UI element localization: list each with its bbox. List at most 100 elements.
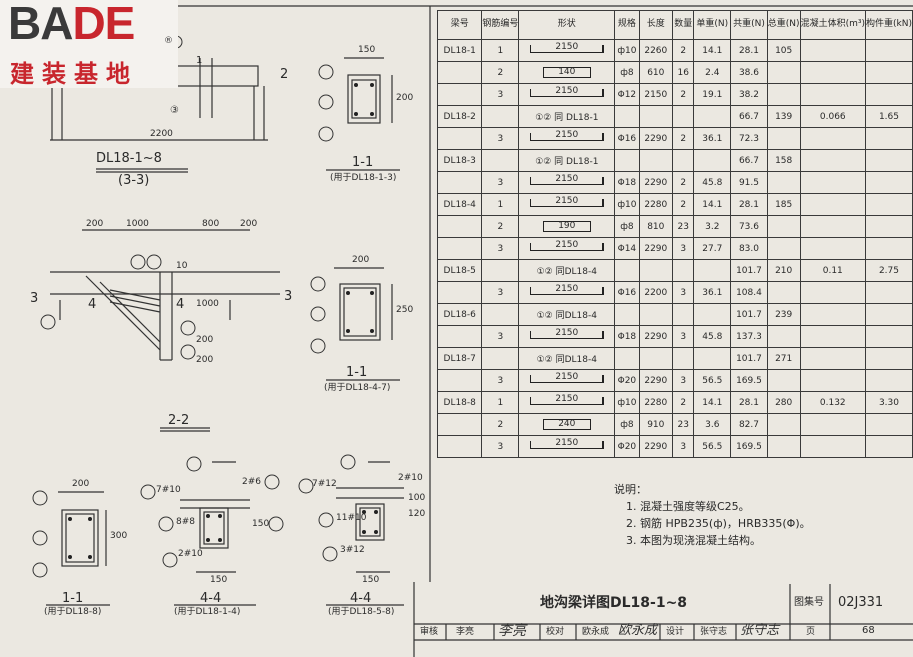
table-cell-beam bbox=[436, 325, 483, 348]
table-cell-spec: Φ12 bbox=[614, 83, 640, 106]
table-cell-spec: Φ14 bbox=[614, 237, 640, 260]
sec-1-1-a-dim-w: 150 bbox=[358, 45, 376, 55]
section-mark-3-left: 3 bbox=[30, 291, 39, 306]
table-cell-len: 2290 bbox=[638, 171, 673, 194]
role-label: 校对 bbox=[546, 627, 565, 637]
table-cell-sum: 28.1 bbox=[730, 39, 768, 62]
col-header: 长度 bbox=[638, 10, 673, 40]
col-header: 构件重(kN) bbox=[864, 10, 913, 40]
table-cell-len: 2200 bbox=[638, 281, 673, 304]
table-cell-len: 2290 bbox=[638, 237, 673, 260]
table-cell-sum: 101.7 bbox=[730, 259, 768, 282]
table-cell-vol bbox=[799, 369, 866, 392]
table-cell-total bbox=[766, 413, 801, 436]
table-cell-vol: 0.11 bbox=[799, 259, 866, 282]
table-cell-qty bbox=[671, 259, 695, 282]
note-item: 1. 混凝土强度等级C25。 bbox=[626, 500, 750, 513]
col-header: 混凝土体积(m³) bbox=[799, 10, 866, 40]
table-cell-shape: 2150 bbox=[518, 83, 616, 106]
dim-2-2-d: 200 bbox=[240, 219, 258, 229]
page-number: 68 bbox=[862, 625, 875, 636]
table-cell-shape: 2150 bbox=[518, 325, 616, 348]
table-cell-total bbox=[766, 127, 801, 150]
table-cell-total bbox=[766, 281, 801, 304]
table-cell-qty: 2 bbox=[671, 391, 695, 414]
rebar-schedule-table: 梁号 钢筋编号 形状 规格 长度 数量 单重(N) 共重(N) 总重(N) 混凝… bbox=[436, 10, 913, 458]
table-cell-total bbox=[766, 325, 801, 348]
table-cell-total: 210 bbox=[766, 259, 801, 282]
table-cell-vol bbox=[799, 413, 866, 436]
page-label: 页 bbox=[806, 627, 816, 637]
note-item: 3. 本图为现浇混凝土结构。 bbox=[626, 534, 761, 547]
table-cell-unit: 14.1 bbox=[693, 391, 732, 414]
rebar-stirrup-shape: 240 bbox=[542, 419, 591, 430]
table-cell-unit: 14.1 bbox=[693, 193, 732, 216]
table-cell-shape: 2150 bbox=[518, 39, 616, 62]
table-cell-total: 139 bbox=[766, 105, 801, 128]
table-cell-spec: Φ18 bbox=[614, 171, 640, 194]
sec-4-4-a-dim-w: 150 bbox=[210, 575, 228, 585]
table-cell-no: 3 bbox=[481, 281, 520, 304]
table-cell-wt bbox=[864, 149, 913, 172]
table-cell-len bbox=[638, 149, 673, 172]
table-cell-total: 280 bbox=[766, 391, 801, 414]
table-cell-unit: 27.7 bbox=[693, 237, 732, 260]
table-cell-qty: 2 bbox=[671, 39, 695, 62]
table-cell-wt bbox=[864, 39, 913, 62]
sec-1-1-a-note: (用于DL18-1-3) bbox=[330, 173, 397, 183]
rebar-length-label: 2150 bbox=[555, 196, 579, 206]
signature-checker: 欧永成 bbox=[618, 623, 658, 638]
table-cell-wt bbox=[864, 83, 913, 106]
sec-1-1-b-title: 1-1 bbox=[346, 365, 368, 380]
table-cell-beam: DL18-5 bbox=[436, 259, 483, 282]
table-cell-len: 2280 bbox=[638, 391, 673, 414]
table-cell-unit: 36.1 bbox=[693, 127, 732, 150]
table-cell-total: 105 bbox=[766, 39, 801, 62]
table-cell-unit: 3.6 bbox=[693, 413, 732, 436]
table-cell-spec: Φ16 bbox=[614, 127, 640, 150]
table-cell-beam bbox=[436, 171, 483, 194]
rebar-bar-shape: 2150 bbox=[524, 42, 610, 56]
table-cell-shape: ①② 同 DL18-1 bbox=[518, 105, 616, 128]
table-cell-no bbox=[481, 259, 520, 282]
table-cell-qty bbox=[671, 347, 695, 370]
dim-2-2-v2: 200 bbox=[196, 335, 214, 345]
table-cell-spec: ф10 bbox=[614, 39, 640, 62]
sec-1-1-a-dim-h: 200 bbox=[396, 93, 414, 103]
notes-heading: 说明： bbox=[614, 483, 647, 496]
signature-designer: 张守志 bbox=[740, 623, 780, 638]
table-cell-vol bbox=[799, 435, 866, 458]
table-cell-total: 158 bbox=[766, 149, 801, 172]
table-cell-sum: 101.7 bbox=[730, 347, 768, 370]
rebar-length-label: 2150 bbox=[555, 42, 579, 52]
table-cell-sum: 72.3 bbox=[730, 127, 768, 150]
table-cell-sum: 108.4 bbox=[730, 281, 768, 304]
table-cell-qty: 3 bbox=[671, 281, 695, 304]
sec-4-4-a-bar-1: 2#6 bbox=[242, 477, 261, 487]
table-cell-unit bbox=[693, 149, 732, 172]
role-name: 张守志 bbox=[700, 627, 728, 637]
table-cell-spec: ф8 bbox=[614, 215, 640, 238]
col-header: 总重(N) bbox=[766, 10, 801, 40]
sec-4-4-b-dim-h: 120 bbox=[408, 509, 426, 519]
table-cell-qty: 2 bbox=[671, 171, 695, 194]
role-label: 设计 bbox=[666, 627, 685, 637]
table-cell-vol bbox=[799, 127, 866, 150]
table-cell-sum: 73.6 bbox=[730, 215, 768, 238]
col-header: 共重(N) bbox=[730, 10, 768, 40]
rebar-length-label: 2150 bbox=[555, 284, 579, 294]
table-cell-unit: 56.5 bbox=[693, 435, 732, 458]
table-header-row: 梁号 钢筋编号 形状 规格 长度 数量 单重(N) 共重(N) 总重(N) 混凝… bbox=[436, 10, 913, 40]
table-cell-beam bbox=[436, 369, 483, 392]
table-cell-total: 185 bbox=[766, 193, 801, 216]
table-cell-wt bbox=[864, 237, 913, 260]
table-cell-wt: 3.30 bbox=[864, 391, 913, 414]
rebar-length-label: 2150 bbox=[555, 372, 579, 382]
table-cell-qty: 3 bbox=[671, 369, 695, 392]
table-cell-vol bbox=[799, 325, 866, 348]
table-cell-shape: 2150 bbox=[518, 391, 616, 414]
